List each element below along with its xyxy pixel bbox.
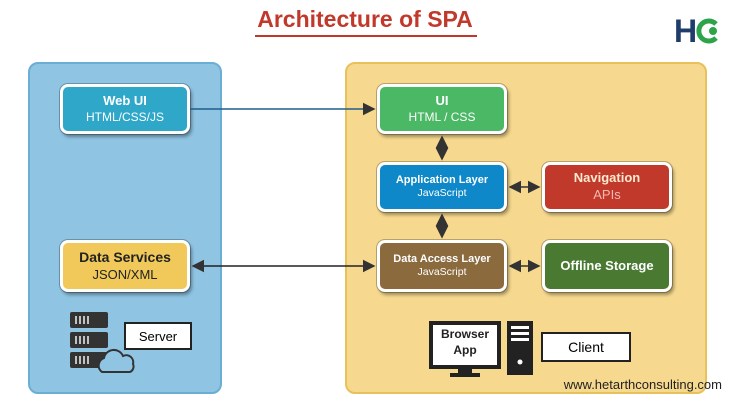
application-layer-box: Application Layer JavaScript [377, 162, 507, 212]
data-access-layer-subtitle: JavaScript [417, 266, 467, 279]
browser-app-line2: App [453, 343, 477, 358]
browser-app-label: Browser App [433, 326, 497, 358]
server-icon [70, 312, 135, 373]
ui-subtitle: HTML / CSS [408, 109, 476, 124]
website-url: www.hetarthconsulting.com [563, 377, 722, 392]
ui-title: UI [435, 92, 449, 108]
data-services-title: Data Services [79, 249, 171, 266]
server-label: Server [124, 322, 192, 350]
logo-letter-h: H [674, 13, 697, 49]
browser-app-line1: Browser [440, 327, 490, 341]
web-ui-subtitle: HTML/CSS/JS [85, 109, 164, 124]
title-underline [255, 35, 477, 37]
data-services-subtitle: JSON/XML [92, 266, 158, 282]
browser-monitor-icon [429, 321, 501, 377]
web-ui-title: Web UI [103, 92, 147, 108]
ui-box: UI HTML / CSS [377, 84, 507, 134]
application-layer-title: Application Layer [395, 174, 489, 187]
logo-letter-c [696, 18, 718, 44]
hc-logo: H [674, 13, 718, 49]
application-layer-subtitle: JavaScript [417, 187, 467, 200]
navigation-subtitle: APIs [593, 187, 621, 202]
data-access-layer-title: Data Access Layer [393, 253, 491, 266]
offline-storage-title: Offline Storage [560, 257, 654, 273]
navigation-box: Navigation APIs [542, 162, 672, 212]
offline-storage-box: Offline Storage [542, 240, 672, 292]
computer-tower-icon [507, 321, 533, 375]
data-access-layer-box: Data Access Layer JavaScript [377, 240, 507, 292]
data-services-box: Data Services JSON/XML [60, 240, 190, 292]
diagram-title: Architecture of SPA [257, 6, 473, 32]
web-ui-box: Web UI HTML/CSS/JS [60, 84, 190, 134]
logo-dot [709, 27, 717, 35]
navigation-title: Navigation [573, 170, 641, 186]
client-label: Client [541, 332, 631, 362]
